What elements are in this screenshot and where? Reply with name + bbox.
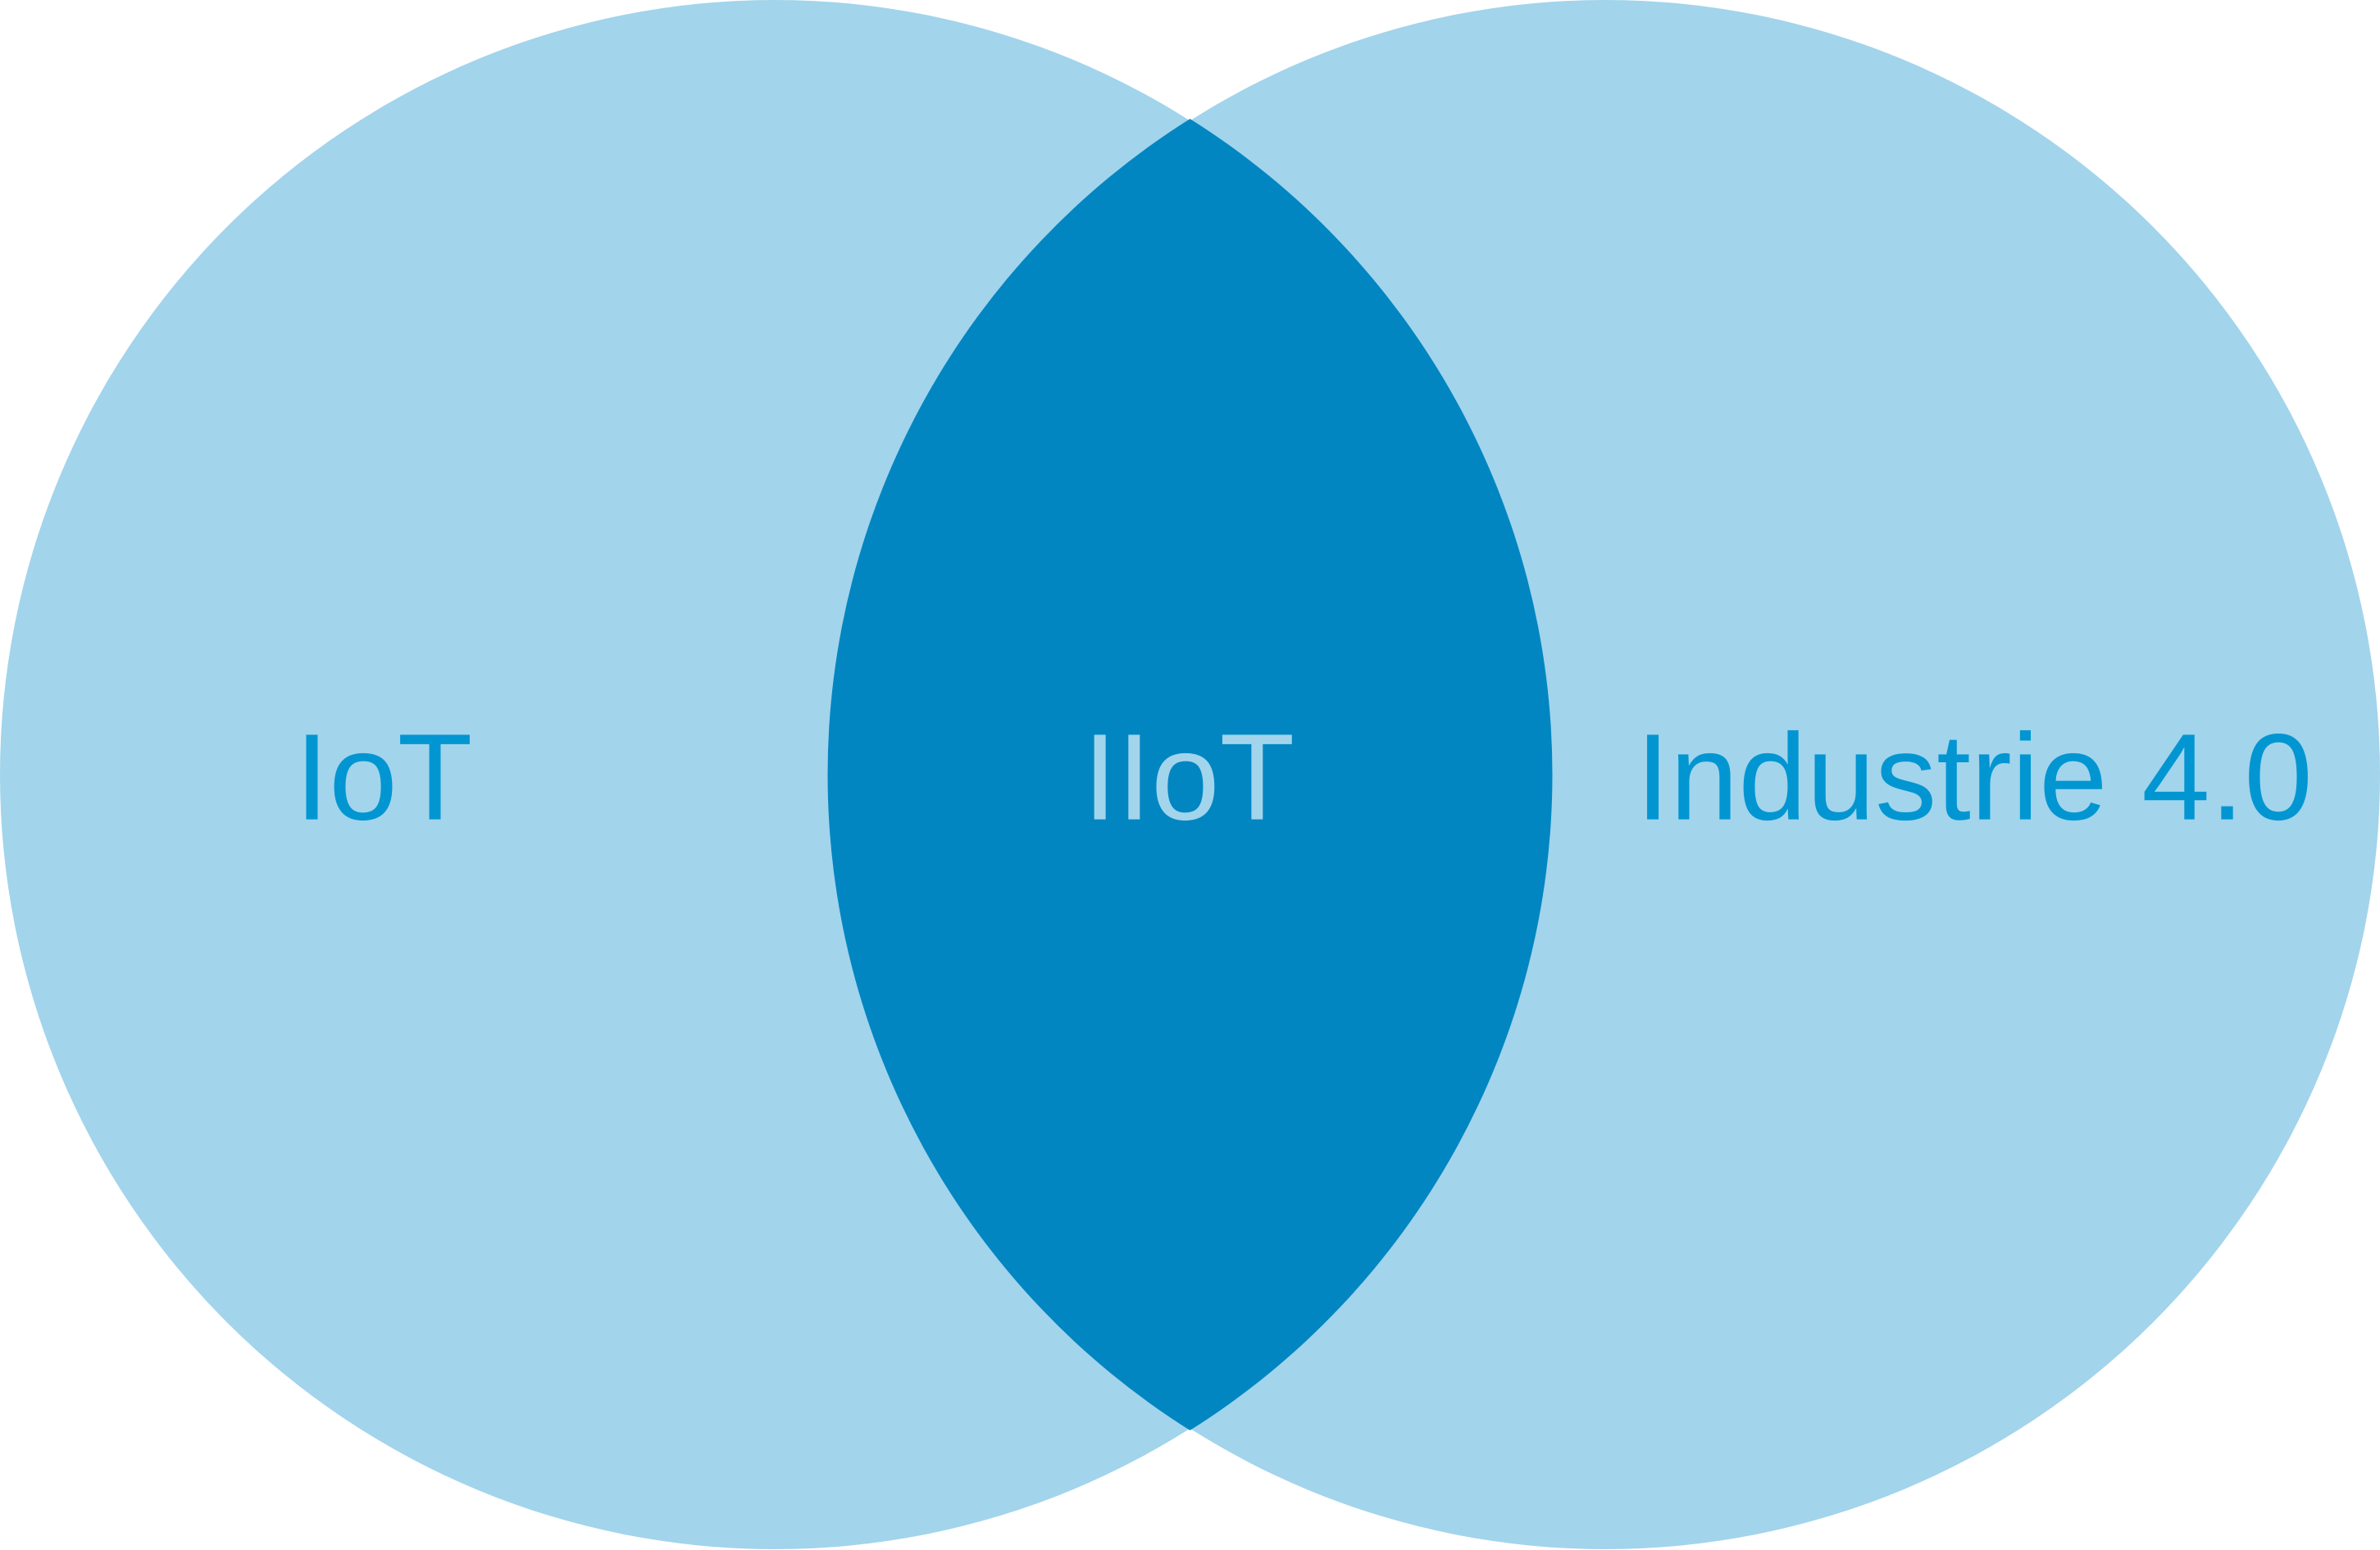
iiot-intersection: [827, 119, 1553, 1430]
industrie-label: Industrie 4.0: [1636, 708, 2313, 846]
iot-label: IoT: [295, 708, 473, 846]
iiot-label: IIoT: [1083, 708, 1295, 846]
